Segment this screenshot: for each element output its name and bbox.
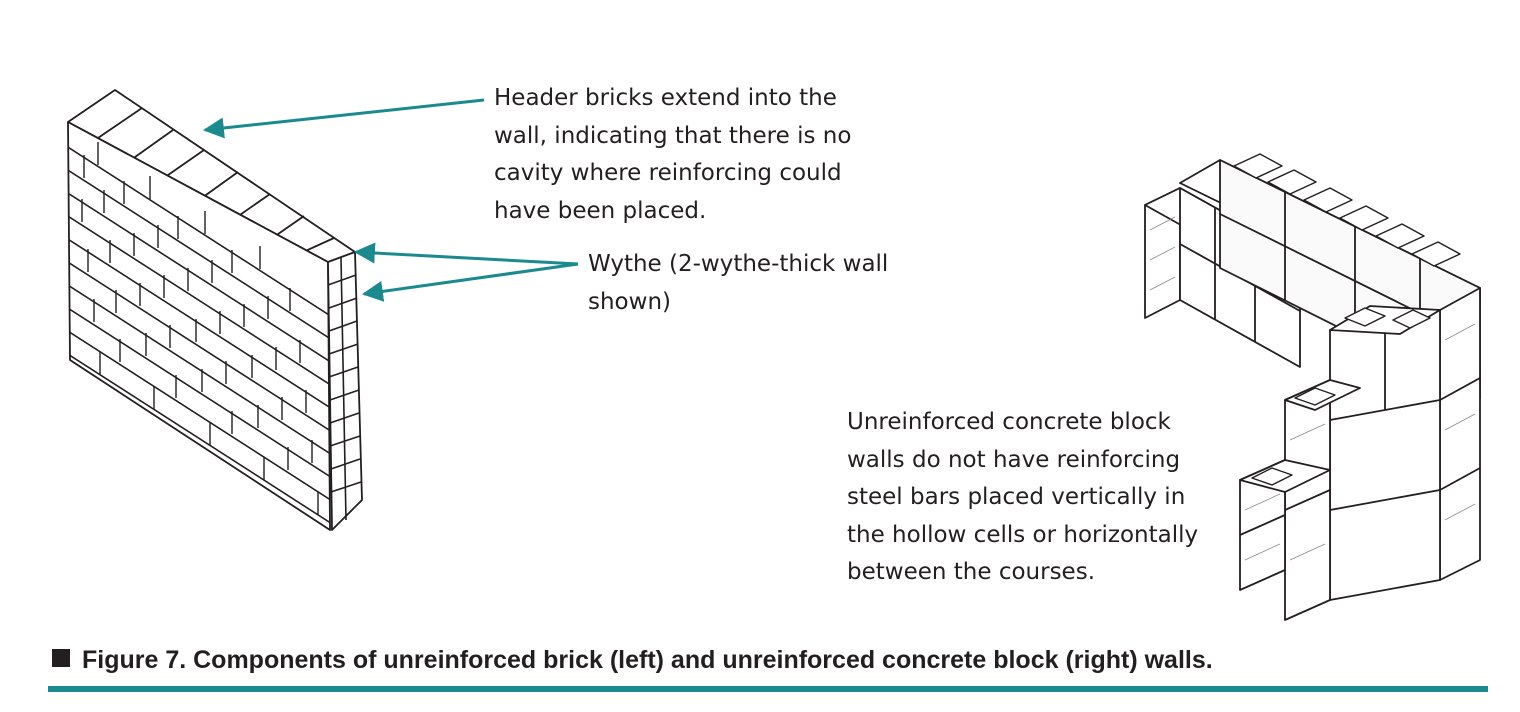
header-bricks-arrow <box>202 98 485 139</box>
annotation-line: steel bars placed vertically in <box>847 484 1186 510</box>
annotation-line: cavity where reinforcing could <box>494 160 842 186</box>
leader-arrows <box>202 98 579 302</box>
caption-divider <box>48 686 1488 692</box>
annotation-line: the hollow cells or horizontally <box>847 521 1199 548</box>
wythe-arrow-lower <box>361 262 579 302</box>
concrete-block-wall-illustration <box>1144 153 1481 621</box>
annotation-line: shown) <box>588 288 671 315</box>
annotation-line: Unreinforced concrete block <box>847 409 1171 435</box>
caption-text: Figure 7. Components of unreinforced bri… <box>82 646 1213 674</box>
wythe-annotation: Wythe (2-wythe-thick wall shown) <box>588 246 888 321</box>
concrete-block-annotation: Unreinforced concrete block walls do not… <box>847 404 1198 592</box>
annotation-line: wall, indicating that there is no <box>494 122 852 149</box>
annotation-line: walls do not have reinforcing <box>847 446 1181 473</box>
annotation-line: Wythe (2-wythe-thick wall <box>588 251 889 277</box>
wythe-arrow-upper <box>353 242 579 266</box>
figure-caption: Figure 7. Components of unreinforced bri… <box>52 646 1213 675</box>
annotation-line: between the courses. <box>847 559 1096 585</box>
brick-wall-illustration <box>67 89 363 531</box>
annotation-line: have been placed. <box>494 197 707 224</box>
caption-bullet-icon <box>52 649 70 667</box>
header-bricks-annotation: Header bricks extend into the wall, indi… <box>494 80 851 230</box>
annotation-line: Header bricks extend into the <box>494 85 837 111</box>
